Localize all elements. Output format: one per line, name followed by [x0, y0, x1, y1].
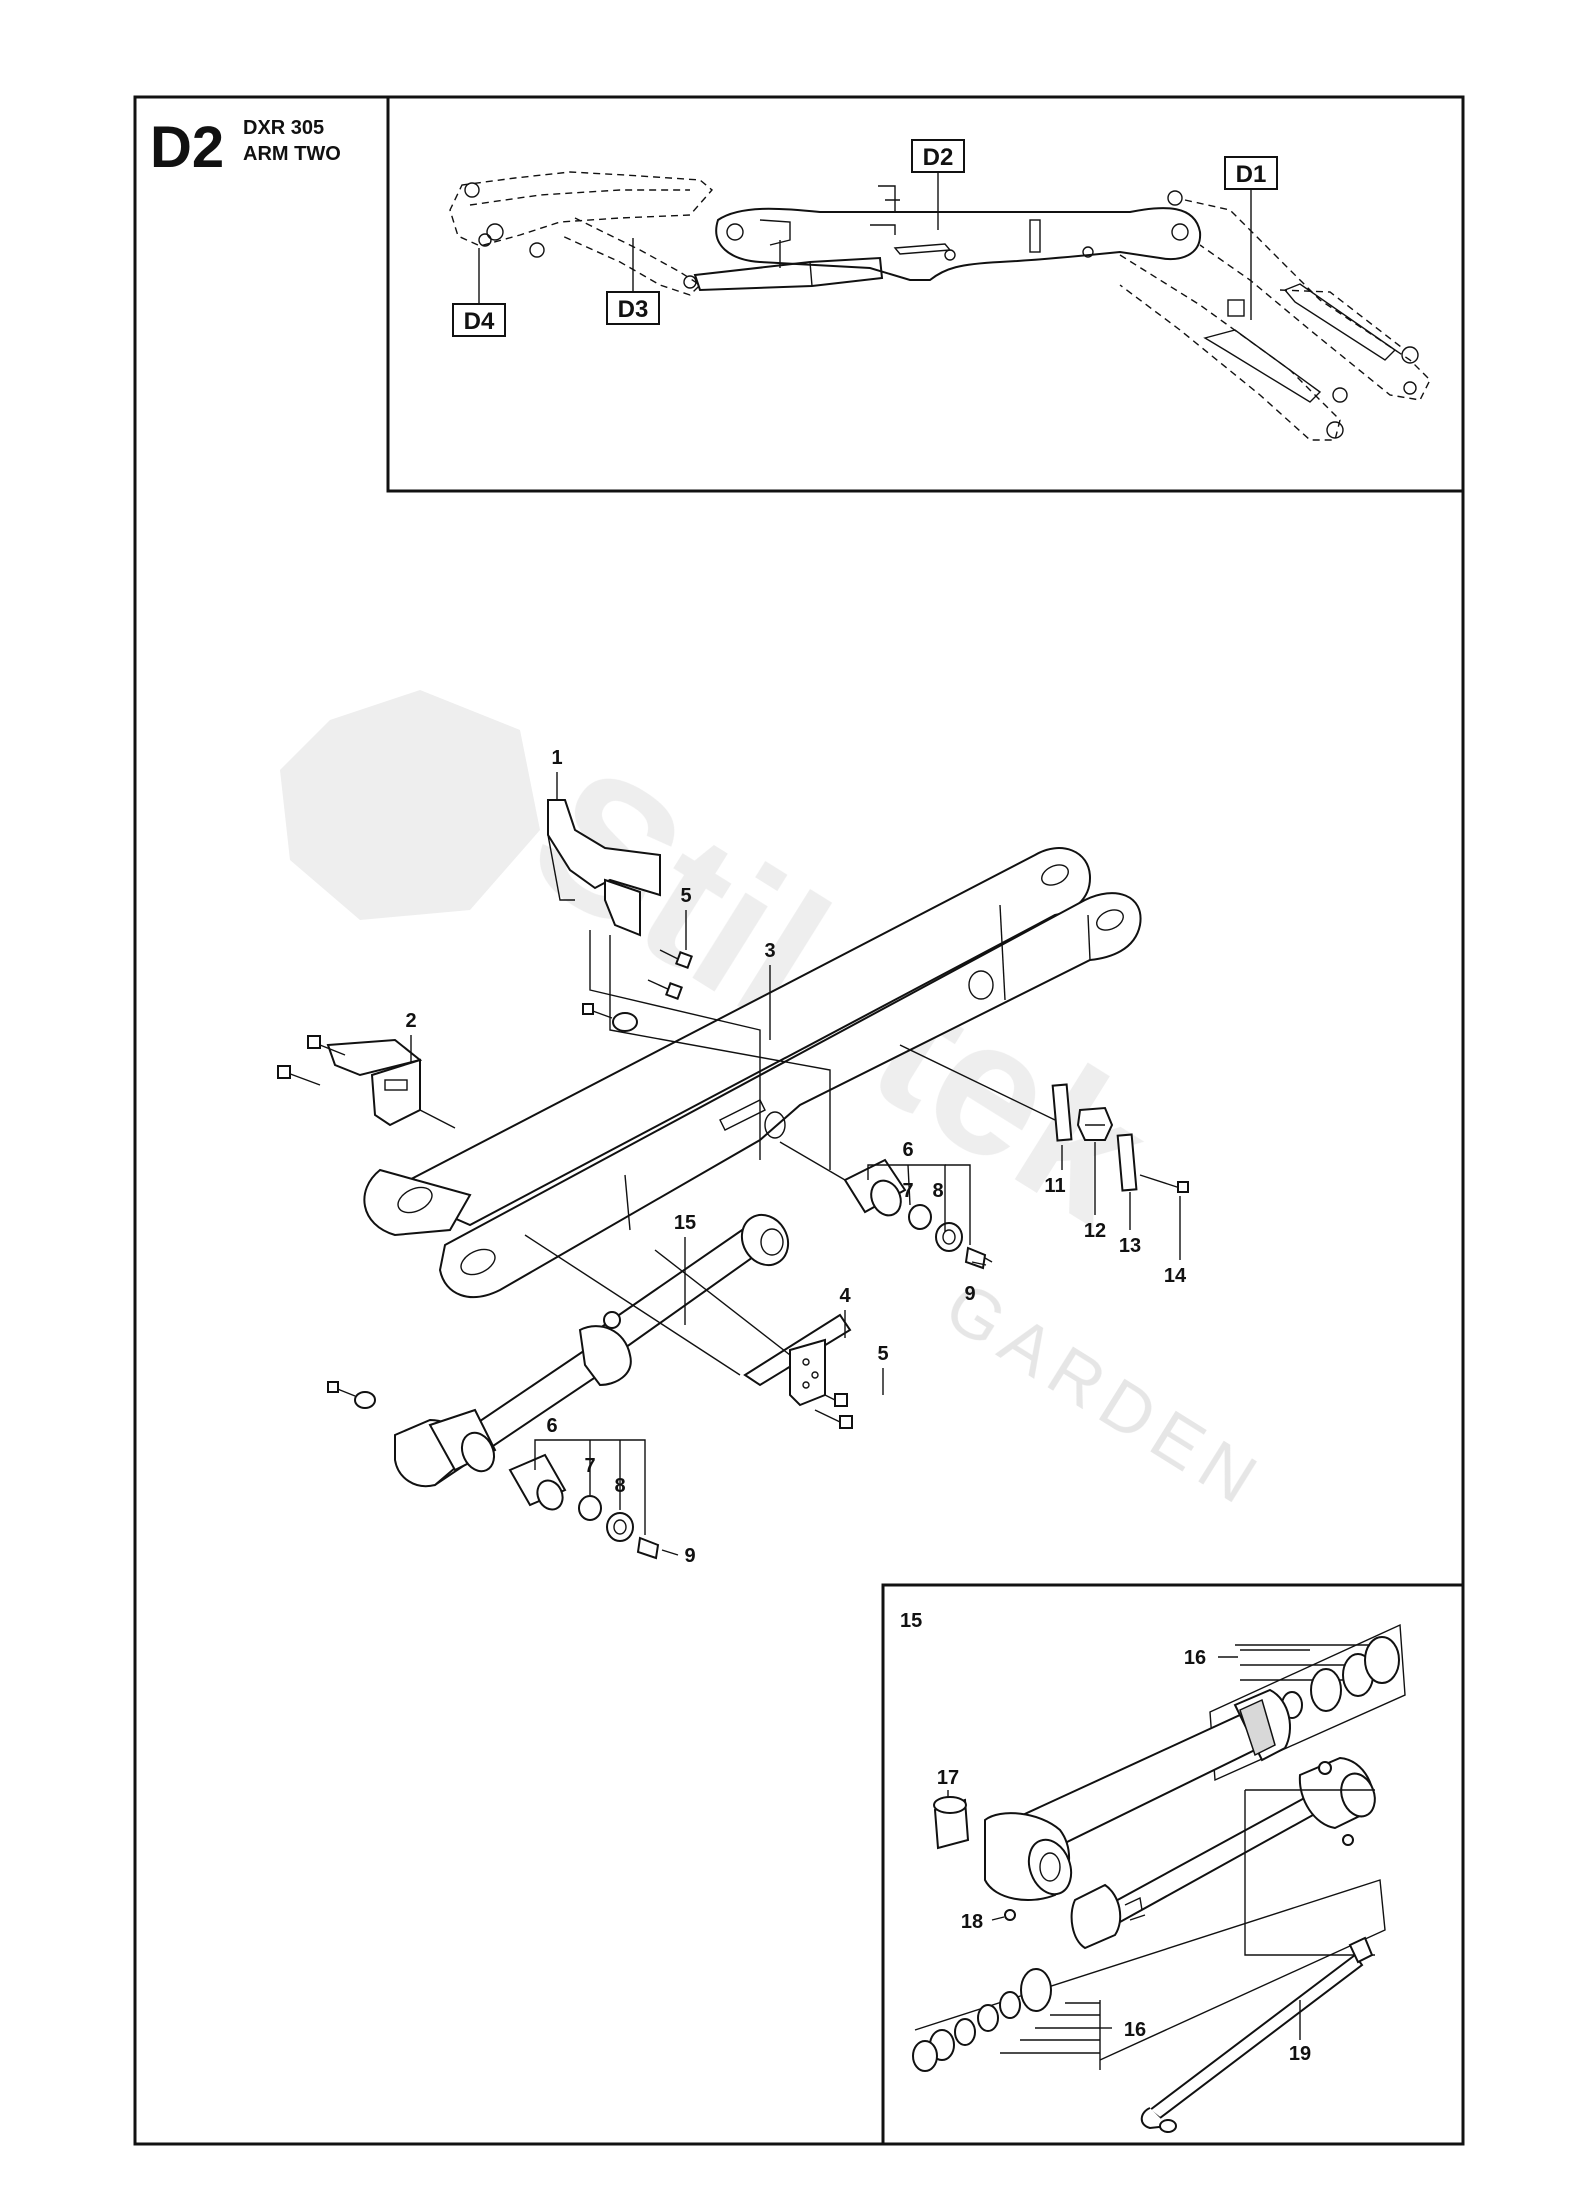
- tag-d4: D4: [464, 308, 495, 335]
- callout-4: 4: [839, 1285, 851, 1307]
- inset-callout-18: 18: [961, 1911, 983, 1933]
- callout-9-lower: 9: [684, 1545, 695, 1567]
- inset-callout-16-lower: 16: [1124, 2019, 1146, 2041]
- callout-9-upper: 9: [964, 1283, 975, 1305]
- tag-d3-box: [606, 291, 660, 325]
- callout-3: 3: [764, 940, 775, 962]
- callout-8-lower: 8: [614, 1475, 625, 1497]
- section-title: ARM TWO: [243, 143, 341, 165]
- tag-d1: D1: [1236, 161, 1267, 188]
- inset-callout-19: 19: [1289, 2043, 1311, 2065]
- inset-callout-16-upper: 16: [1184, 1647, 1206, 1669]
- section-code: D2: [150, 115, 224, 180]
- callout-8-upper: 8: [932, 1180, 943, 1202]
- callout-15: 15: [674, 1212, 696, 1234]
- callout-5-upper: 5: [680, 885, 691, 907]
- model-name: DXR 305: [243, 117, 324, 139]
- callout-2: 2: [405, 1010, 416, 1032]
- tag-d2: D2: [923, 144, 954, 171]
- inset-cylinder-detail: 15: [881, 1583, 1465, 2146]
- overview-frame: [386, 95, 1465, 493]
- callout-11: 11: [1044, 1175, 1065, 1197]
- callout-6-lower: 6: [546, 1415, 557, 1437]
- overview-diagram: D2 D1 D3 D4: [386, 95, 1465, 493]
- callout-13: 13: [1119, 1235, 1141, 1257]
- callout-14: 14: [1164, 1265, 1187, 1287]
- tag-d2-box: [911, 139, 965, 173]
- callout-5-lower: 5: [877, 1343, 888, 1365]
- tag-d1-box: [1224, 156, 1278, 190]
- tag-d3: D3: [618, 296, 649, 323]
- callout-1: 1: [551, 747, 562, 769]
- main-exploded-view: 1 5 3 2 6 7 8 9 11 12 13 14 15 4 5 6 7 8…: [277, 747, 1189, 1567]
- callout-7-upper: 7: [902, 1180, 913, 1202]
- callout-7-lower: 7: [584, 1455, 595, 1477]
- callout-6-upper: 6: [902, 1139, 913, 1161]
- inset-label: 15: [900, 1610, 922, 1632]
- callout-12: 12: [1084, 1220, 1106, 1242]
- inset-callout-17: 17: [937, 1767, 959, 1789]
- watermark-sub: GARDEN: [932, 1267, 1278, 1524]
- page-header: D2 DXR 305 ARM TWO: [150, 115, 341, 180]
